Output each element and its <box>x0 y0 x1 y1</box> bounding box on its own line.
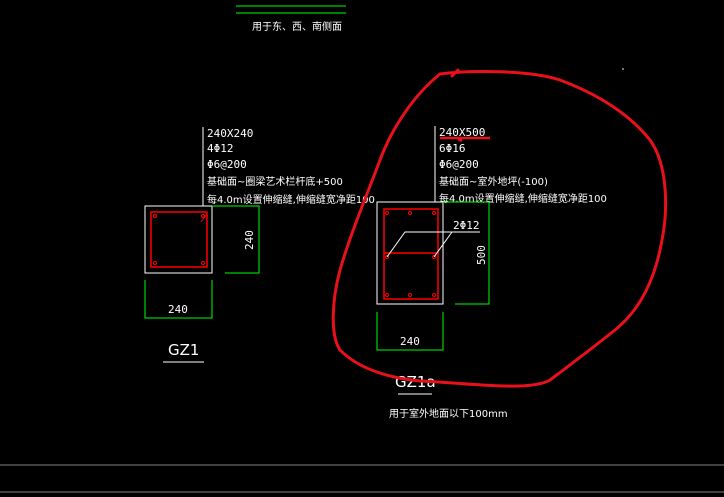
gz1a-line: 6Φ16 <box>439 142 466 155</box>
gz1-detail: 240X240 4Φ12 Φ6@200 基础面~圈梁艺术栏杆底+500 每4.0… <box>144 127 375 363</box>
gz1-line: 4Φ12 <box>207 142 234 155</box>
gz1a-line: Φ6@200 <box>439 158 479 171</box>
gz1-line: Φ6@200 <box>207 158 247 171</box>
gz1a-label: GZ1a <box>395 373 436 391</box>
gz1-stirrup <box>150 211 208 268</box>
gz1-line: 每4.0m设置伸缩缝,伸缩缝宽净距100 <box>207 193 375 206</box>
markup-circle <box>331 68 668 388</box>
gz1-dim-vertical-label: 240 <box>243 230 256 250</box>
gz1a-note: 用于室外地面以下100mm <box>389 407 508 420</box>
gz1a-dim-vertical-label: 500 <box>475 245 488 265</box>
gz1-line: 基础面~圈梁艺术栏杆底+500 <box>207 175 343 188</box>
gz1a-stirrup <box>383 208 439 300</box>
gz1a-line: 240X500 <box>439 126 485 139</box>
gz1-dim-horizontal-label: 240 <box>168 303 188 316</box>
gz1a-line: 每4.0m设置伸缩缝,伸缩缝宽净距100 <box>439 192 607 205</box>
gz1a-column-outline <box>376 201 444 305</box>
gz1a-line: 基础面~室外地坪(-100) <box>439 175 548 188</box>
gz1-line: 240X240 <box>207 127 253 140</box>
header-note: 用于东、西、南侧面 <box>252 20 342 33</box>
gz1-column-outline <box>144 205 213 274</box>
gz1-dim-vertical <box>212 205 260 274</box>
gz1a-dim-horizontal <box>376 312 444 351</box>
gz1a-detail: 240X500 6Φ16 Φ6@200 基础面~室外地坪(-100) 每4.0m… <box>376 126 607 420</box>
gz1a-dim-horizontal-label: 240 <box>400 335 420 348</box>
gz1-label: GZ1 <box>168 341 199 359</box>
gz1-dim-horizontal <box>144 280 213 319</box>
markup-underline <box>440 136 490 143</box>
gz1a-dim-vertical <box>443 201 490 305</box>
gz1a-middle-bars: 2Φ12 <box>453 219 480 232</box>
